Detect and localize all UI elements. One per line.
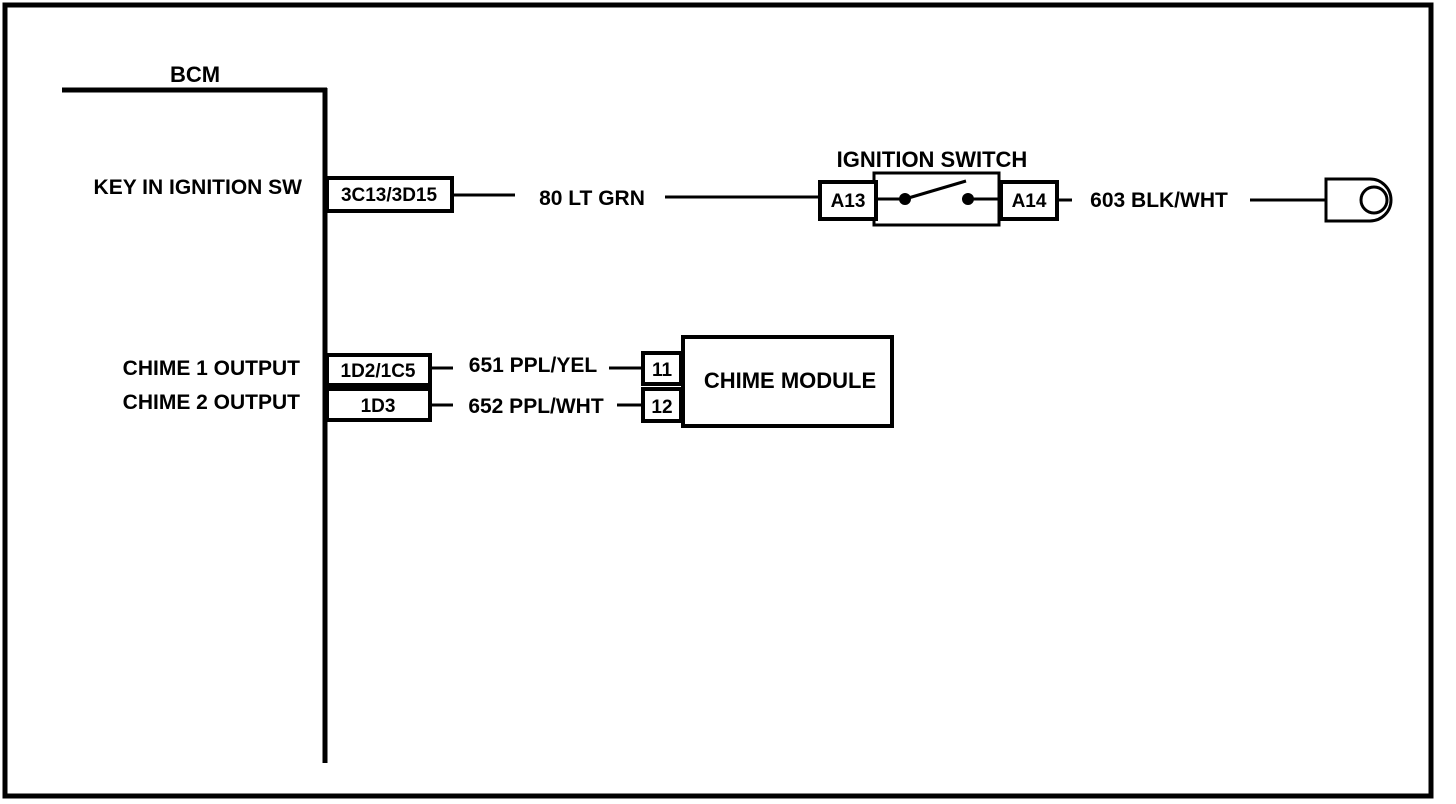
bcm-connector-chime-2: 1D3 [325,387,432,422]
wire-80: 80 LT GRN [452,187,820,210]
switch-arm [904,179,967,201]
wire-652: 652 PPL/WHT [430,395,643,418]
connector-pin-label: 1D3 [361,396,396,417]
chime-2-output-label: CHIME 2 OUTPUT [123,391,301,414]
connector-box [325,387,432,422]
wire-651-label: 651 PPL/YEL [469,354,598,377]
wire-651: 651 PPL/YEL [430,354,643,377]
chime-1-output-label: CHIME 1 OUTPUT [123,357,301,380]
bcm-connector-chime-1: 1D2/1C5 [325,353,432,387]
wire-652-label: 652 PPL/WHT [468,395,604,418]
pin-11-box [641,351,683,386]
wire-603: 603 BLK/WHT [1057,189,1326,212]
connector-box [325,353,432,387]
pin-12-box [641,387,683,423]
key-in-ignition-sw-label: KEY IN IGNITION SW [94,176,303,199]
wire-603-label: 603 BLK/WHT [1090,189,1228,212]
ground-eyelet-icon [1324,177,1393,223]
bcm-title: BCM [170,62,220,87]
connector-pin-label: 1D2/1C5 [341,361,416,382]
ignition-switch-title: IGNITION SWITCH [837,147,1028,172]
pin-a13-label: A13 [831,191,866,212]
connector-box [325,176,454,213]
bcm-connector-key-in-ignition: 3C13/3D15 [325,176,454,213]
pin-11-label: 11 [652,360,673,381]
chime-module-title: CHIME MODULE [704,368,876,393]
wire-80-label: 80 LT GRN [539,187,645,210]
pin-a14-label: A14 [1012,191,1047,212]
pin-12-label: 12 [651,397,672,418]
bcm-block: BCM KEY IN IGNITION SW CHIME 1 OUTPUT CH… [62,62,328,763]
connector-pin-label: 3C13/3D15 [341,185,438,206]
diagram-border [2,2,1434,799]
chime-module: CHIME MODULE 11 12 [641,335,894,428]
ignition-switch: IGNITION SWITCH A13 A14 [818,147,1059,227]
